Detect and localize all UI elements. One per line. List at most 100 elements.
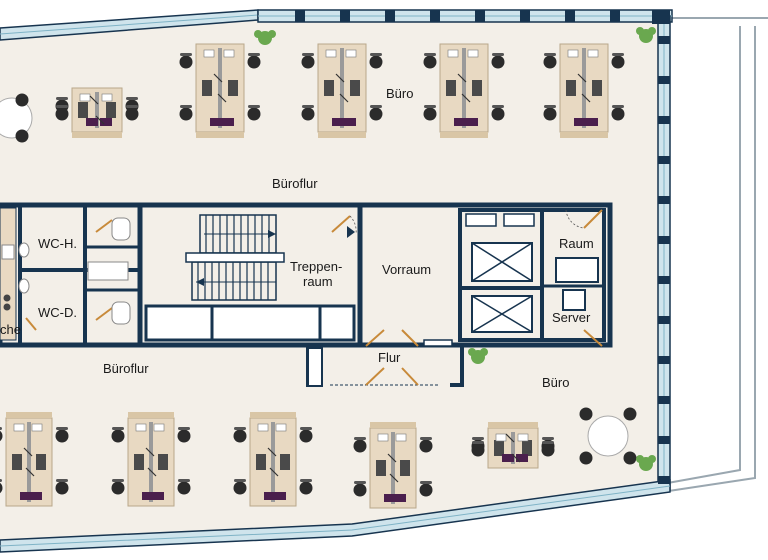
chair-seat bbox=[491, 107, 505, 121]
monitor bbox=[228, 80, 238, 96]
monitor bbox=[350, 80, 360, 96]
paper bbox=[257, 423, 269, 432]
chair-back bbox=[544, 53, 556, 56]
paper bbox=[567, 49, 579, 58]
desk-end bbox=[196, 132, 244, 138]
office-chair bbox=[419, 437, 433, 453]
office-chair bbox=[491, 105, 505, 121]
binder bbox=[466, 118, 478, 126]
meeting-table bbox=[579, 407, 637, 465]
chair-back bbox=[492, 53, 504, 56]
office-chair bbox=[177, 479, 191, 495]
desk-end bbox=[128, 412, 174, 418]
office-chair bbox=[611, 53, 625, 69]
chair-back bbox=[180, 53, 192, 56]
binder bbox=[274, 492, 286, 500]
chair-back bbox=[178, 427, 190, 430]
chair-seat bbox=[423, 107, 437, 121]
office-chair bbox=[301, 53, 315, 69]
desk-partition bbox=[582, 48, 586, 128]
binder bbox=[152, 492, 164, 500]
paper bbox=[395, 433, 407, 442]
paper bbox=[345, 49, 357, 58]
monitor bbox=[592, 80, 602, 96]
chair-seat bbox=[369, 107, 383, 121]
facade-column bbox=[658, 356, 670, 364]
monitor bbox=[472, 80, 482, 96]
office-chair bbox=[353, 437, 367, 453]
office-chair bbox=[423, 53, 437, 69]
binder bbox=[30, 492, 42, 500]
chair-back bbox=[126, 97, 138, 100]
room-label-kitchen: che bbox=[0, 322, 21, 337]
chair-seat bbox=[233, 481, 247, 495]
wc-fixtures bbox=[18, 217, 131, 325]
chair-back bbox=[112, 427, 124, 430]
desk-partition bbox=[27, 422, 31, 502]
office-chair bbox=[419, 481, 433, 497]
chair-back bbox=[612, 105, 624, 108]
chair-seat bbox=[301, 55, 315, 69]
monitor bbox=[446, 80, 456, 96]
office-chair bbox=[541, 441, 555, 457]
chair-seat bbox=[179, 107, 193, 121]
lamp bbox=[389, 473, 399, 483]
facade-column bbox=[658, 116, 670, 124]
facade-column bbox=[475, 10, 485, 22]
chair-back bbox=[354, 437, 366, 440]
chair-back bbox=[424, 105, 436, 108]
right-facade bbox=[657, 15, 671, 491]
chair-seat bbox=[299, 429, 313, 443]
chair-back bbox=[56, 105, 68, 108]
binder bbox=[516, 454, 528, 462]
chair-seat bbox=[301, 107, 315, 121]
desk-partition bbox=[340, 48, 344, 128]
chair-back bbox=[472, 437, 484, 440]
lamp bbox=[95, 115, 105, 125]
desk-island bbox=[369, 422, 417, 509]
monitor bbox=[12, 454, 22, 470]
chair-back bbox=[542, 437, 554, 440]
chair-back bbox=[126, 105, 138, 108]
chair-seat bbox=[369, 55, 383, 69]
desk-end bbox=[318, 132, 366, 138]
monitor bbox=[400, 460, 410, 476]
facade-column bbox=[658, 236, 670, 244]
chair-back bbox=[544, 105, 556, 108]
office-chair bbox=[491, 53, 505, 69]
paper bbox=[153, 423, 165, 432]
monitor bbox=[158, 454, 168, 470]
chair-seat bbox=[55, 481, 69, 495]
binder bbox=[264, 492, 276, 500]
chair-back bbox=[300, 427, 312, 430]
monitor bbox=[36, 454, 46, 470]
paper bbox=[587, 49, 599, 58]
facade-column bbox=[658, 396, 670, 404]
chair-back bbox=[56, 427, 68, 430]
bottom-facade bbox=[0, 479, 671, 553]
chair-seat bbox=[299, 481, 313, 495]
office-chair bbox=[423, 105, 437, 121]
room-label-wc-d: WC-D. bbox=[38, 305, 77, 320]
facade-column bbox=[658, 156, 670, 164]
monitor bbox=[78, 102, 88, 118]
monitor bbox=[134, 454, 144, 470]
facade-column bbox=[658, 76, 670, 84]
desk-partition bbox=[511, 432, 515, 464]
office-chair bbox=[369, 105, 383, 121]
chair-seat bbox=[491, 55, 505, 69]
office-chair bbox=[353, 481, 367, 497]
desk-island bbox=[439, 43, 489, 138]
chair-seat bbox=[623, 451, 637, 465]
room-label-office-bottom: Büro bbox=[542, 375, 570, 390]
desk-island bbox=[5, 412, 53, 507]
office-chair bbox=[299, 479, 313, 495]
room-label-server: Server bbox=[552, 310, 591, 325]
chair-seat bbox=[111, 481, 125, 495]
chair-seat bbox=[233, 429, 247, 443]
room-label-flur: Flur bbox=[378, 350, 401, 365]
chair-back bbox=[420, 481, 432, 484]
lamp bbox=[335, 73, 345, 83]
right-terrace bbox=[661, 17, 768, 493]
lamp bbox=[213, 73, 223, 83]
